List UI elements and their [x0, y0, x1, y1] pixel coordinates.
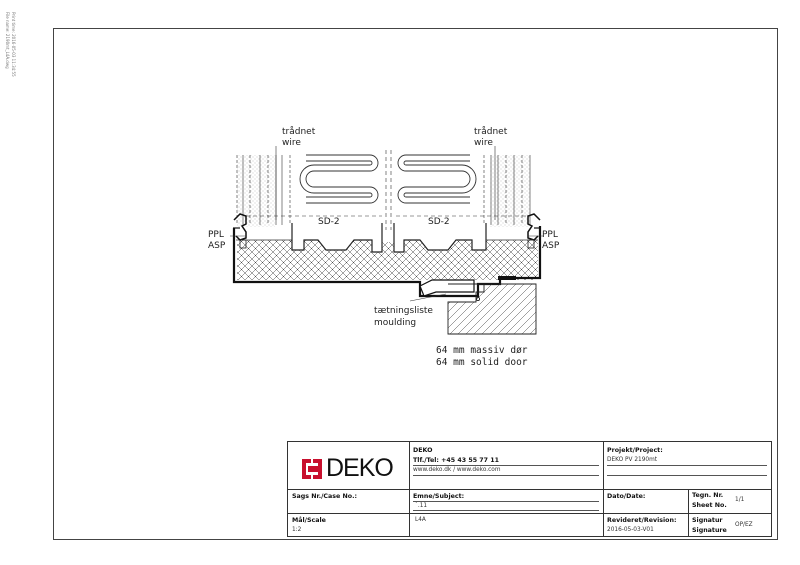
label-sd2-right: SD-2 — [428, 217, 450, 227]
drawing-sheet-frame — [53, 28, 778, 540]
hatched-core — [237, 240, 538, 280]
company-name: DEKO — [413, 447, 433, 454]
project-value: DEKO PV 2190mt — [607, 457, 657, 463]
label-door-en: 64 mm solid door — [436, 357, 528, 368]
sheet-label-en: Sheet No. — [692, 502, 727, 509]
label-wire-right-da: trådnet — [474, 126, 508, 137]
wire-right-serpentine — [397, 154, 471, 204]
case-label: Sags Nr./Case No.: — [292, 493, 357, 500]
date-label: Dato/Date: — [607, 493, 646, 500]
label-ppl-left: PPL — [208, 230, 224, 240]
company-website: www.deko.dk / www.deko.com — [413, 467, 501, 473]
signature-label-da: Signatur — [692, 517, 723, 524]
solid-door — [447, 283, 537, 335]
scale-label: Mål/Scale — [292, 517, 326, 524]
label-wire-left-en: wire — [282, 138, 301, 148]
signature-value: OP/EZ — [735, 522, 753, 528]
wire-left-serpentine — [305, 154, 379, 204]
project-label: Projekt/Project: — [607, 447, 663, 454]
label-wire-right-en: wire — [474, 138, 493, 148]
label-door-da: 64 mm massiv dør — [436, 345, 528, 356]
label-moulding-da: tætningsliste — [374, 306, 433, 316]
label-asp-right: ASP — [542, 241, 560, 251]
sheet-value: 1/1 — [735, 497, 745, 503]
scale-value: 1:2 — [292, 527, 302, 533]
label-moulding-en: moulding — [374, 318, 416, 328]
revision-value: 2016-05-03-V01 — [607, 527, 654, 533]
edge-profile-left — [233, 213, 247, 241]
subject-value: `.11 — [415, 503, 428, 509]
revision-label: Revideret/Revision: — [607, 517, 677, 524]
deko-logo: DEKO — [302, 454, 406, 482]
label-sd2-left: SD-2 — [318, 217, 340, 227]
subject-label: Emne/Subject: — [413, 493, 465, 500]
subject-value-2: L4A — [415, 517, 426, 523]
title-block: DEKO DEKO Tlf./Tel: +45 43 55 77 11 www.… — [287, 441, 772, 537]
company-phone: Tlf./Tel: +45 43 55 77 11 — [413, 457, 499, 464]
edge-profile-right — [527, 213, 541, 241]
moulding-seal — [419, 279, 475, 297]
label-asp-left: ASP — [208, 241, 226, 251]
brand-name: DEKO — [326, 454, 394, 482]
deko-logo-mark-icon — [302, 459, 322, 479]
right-panel — [483, 155, 531, 227]
sheet-label-da: Tegn. Nr. — [692, 492, 724, 499]
signature-label-en: Signature — [692, 527, 727, 534]
label-wire-left-da: trådnet — [282, 126, 316, 137]
label-ppl-right: PPL — [542, 230, 558, 240]
